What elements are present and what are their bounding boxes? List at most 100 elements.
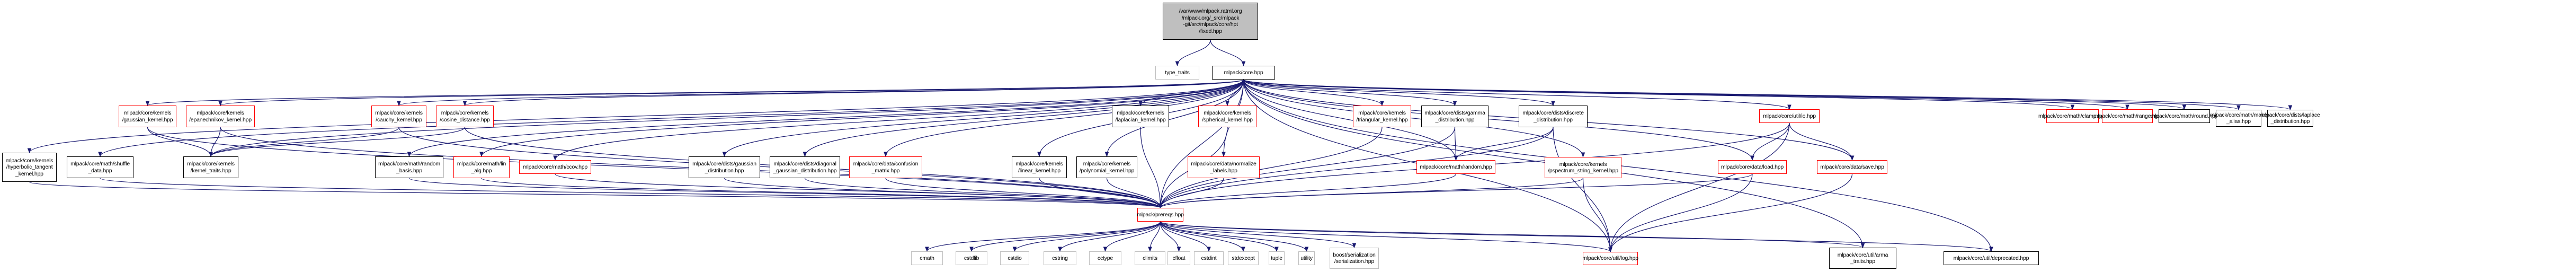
edge-prereqs-to-deprecated [1160, 221, 1993, 252]
edge-load-to-log [1608, 173, 1753, 252]
edge-pspectrum-to-log [1582, 178, 1612, 252]
edge-core-to-epanechnikov [218, 79, 1244, 106]
graph-node-cstdlib: cstdlib [956, 251, 987, 265]
graph-node-cstdio: cstdio [1000, 251, 1029, 265]
graph-node-ccov[interactable]: mlpack/core/math/ccov.hpp [519, 160, 591, 174]
graph-node-cauchy[interactable]: mlpack/core/kernels /cauchy_kernel.hpp [371, 106, 426, 127]
edge-gaussian_dist-to-prereqs [724, 178, 1163, 208]
edge-cosine-to-kernel_traits [209, 127, 466, 157]
edge-core-to-lin_alg [479, 79, 1244, 157]
edge-io-to-log [1608, 122, 1790, 252]
graph-node-io[interactable]: mlpack/core/util/io.hpp [1759, 109, 1820, 123]
edge-core-to-polynomial [1104, 79, 1244, 157]
graph-node-stdexcept: stdexcept [1228, 251, 1259, 265]
graph-node-core[interactable]: mlpack/core.hpp [1212, 66, 1275, 80]
edge-gaussian_kernel-to-kernel_traits [147, 127, 213, 157]
graph-node-clamp[interactable]: mlpack/core/math/clamp.hpp [2038, 109, 2107, 123]
edge-core-to-kernel_traits [209, 79, 1244, 157]
edge-core-to-gaussian_dist [722, 79, 1244, 157]
edge-io-to-load [1750, 122, 1790, 161]
graph-node-prereqs[interactable]: mlpack/prereqs.hpp [1137, 208, 1184, 222]
edge-core-to-prereqs [1158, 79, 1244, 208]
graph-node-cmath: cmath [911, 251, 943, 265]
graph-node-laplacian[interactable]: mlpack/core/kernels /laplacian_kernel.hp… [1112, 106, 1169, 127]
edge-prereqs-to-arma_traits [1160, 221, 1865, 248]
graph-node-cctype: cctype [1089, 251, 1121, 265]
graph-node-polynomial[interactable]: mlpack/core/kernels /polynomial_kernel.h… [1076, 156, 1137, 178]
graph-node-linear[interactable]: mlpack/core/kernels /linear_kernel.hpp [1012, 156, 1067, 178]
graph-node-diag-gaussian[interactable]: mlpack/core/dists/diagonal _gaussian_dis… [770, 156, 840, 178]
graph-node-round[interactable]: mlpack/core/math/round.hpp [2151, 109, 2218, 123]
graph-node-gaussian-kernel[interactable]: mlpack/core/kernels /gaussian_kernel.hpp [119, 106, 176, 127]
edge-laplacian-to-prereqs [1140, 127, 1163, 208]
edge-core-to-confusion [884, 79, 1244, 157]
graph-node-arma-traits[interactable]: mlpack/core/util/arma _traits.hpp [1829, 248, 1896, 269]
edge-core-to-diag_gaussian [803, 79, 1244, 157]
edge-prereqs-to-log [1160, 221, 1612, 252]
edge-core-to-discrete [1243, 79, 1555, 106]
graph-node-climits: climits [1135, 251, 1165, 265]
edge-core-to-hyperbolic [27, 79, 1244, 153]
graph-node-discrete[interactable]: mlpack/core/dists/discrete _distribution… [1519, 106, 1588, 127]
edge-core-to-laplace [1243, 79, 2292, 110]
edge-core-to-clamp [1243, 79, 2074, 110]
graph-node-deprecated[interactable]: mlpack/core/util/deprecated.hpp [1944, 251, 2039, 265]
graph-node-triangular[interactable]: mlpack/core/kernels /triangular_kernel.h… [1353, 106, 1411, 127]
graph-node-load[interactable]: mlpack/core/data/load.hpp [1718, 160, 1787, 174]
graph-node-cosine[interactable]: mlpack/core/kernels /cosine_distance.hpp [436, 106, 494, 127]
edge-prereqs-to-cstdio [1012, 221, 1161, 252]
edge-prereqs-to-stdexcept [1160, 221, 1245, 252]
edge-core-to-cauchy [397, 79, 1244, 106]
graph-node-normalize[interactable]: mlpack/core/data/normalize _labels.hpp [1188, 156, 1260, 178]
graph-node-confusion[interactable]: mlpack/core/data/confusion _matrix.hpp [849, 156, 922, 178]
edge-linear-to-prereqs [1039, 178, 1163, 208]
edge-gaussian_kernel-to-prereqs [147, 127, 1163, 208]
graph-node-gamma[interactable]: mlpack/core/dists/gamma _distribution.hp… [1421, 106, 1488, 127]
edge-confusion-to-prereqs [885, 178, 1163, 208]
graph-node-log[interactable]: mlpack/core/util/log.hpp [1582, 252, 1638, 265]
graph-node-range[interactable]: mlpack/core/math/range.hpp [2093, 109, 2161, 123]
edge-prereqs-to-cstdlib [969, 221, 1161, 252]
edge-pspectrum-to-prereqs [1158, 178, 1584, 208]
graph-node-epanechnikov[interactable]: mlpack/core/kernels /epanechnikov_kernel… [186, 106, 255, 127]
graph-node-laplace[interactable]: mlpack/core/dists/laplace _distribution.… [2260, 110, 2320, 127]
edge-triangular-to-prereqs [1158, 127, 1383, 208]
graph-node-cfloat: cfloat [1167, 251, 1190, 265]
graph-node-cstring: cstring [1044, 251, 1076, 265]
edge-core-to-load [1243, 79, 1754, 161]
graph-node-hyperbolic[interactable]: mlpack/core/kernels /hyperbolic_tangent … [2, 153, 57, 182]
edge-core-to-pspectrum [1243, 79, 1585, 157]
graph-node-gaussian-dist[interactable]: mlpack/core/dists/gaussian _distribution… [689, 156, 760, 178]
graph-node-pspectrum[interactable]: mlpack/core/kernels /pspectrum_string_ke… [1545, 157, 1621, 178]
edge-root-to-core [1210, 39, 1246, 66]
edge-cauchy-to-kernel_traits [209, 127, 399, 157]
edge-load-to-prereqs [1158, 173, 1753, 208]
edge-prereqs-to-cmath [925, 221, 1161, 252]
edge-core-to-shuffle [98, 79, 1244, 157]
edge-discrete-to-log [1553, 127, 1612, 252]
edge-save-to-log [1608, 173, 1853, 252]
graph-node-utility: utility [1298, 251, 1315, 265]
edge-core-to-random [1243, 79, 1458, 161]
graph-node-save[interactable]: mlpack/core/data/save.hpp [1817, 160, 1887, 174]
edge-lin_alg-to-prereqs [481, 178, 1162, 208]
graph-node-shuffle[interactable]: mlpack/core/math/shuffle _data.hpp [67, 156, 133, 178]
graph-node-type-traits: type_traits [1155, 66, 1199, 80]
edge-prereqs-to-utility [1160, 221, 1309, 252]
graph-node-serialization: boost/serialization /serialization.hpp [1330, 248, 1379, 269]
edge-random_basis-to-prereqs [408, 178, 1162, 208]
graph-node-random-basis[interactable]: mlpack/core/math/random _basis.hpp [375, 156, 443, 178]
edge-shuffle-to-prereqs [100, 178, 1162, 208]
graph-node-make-alias[interactable]: mlpack/core/math/make _alias.hpp [2210, 110, 2267, 127]
graph-node-random[interactable]: mlpack/core/math/random.hpp [1416, 160, 1495, 174]
edge-prereqs-to-cstring [1058, 221, 1161, 252]
edge-ccov-to-prereqs [555, 173, 1163, 208]
edge-prereqs-to-climits [1148, 221, 1161, 252]
graph-node-kernel-traits[interactable]: mlpack/core/kernels /kernel_traits.hpp [183, 156, 238, 178]
graph-node-spherical[interactable]: mlpack/core/kernels /spherical_kernel.hp… [1198, 106, 1256, 127]
graph-node-lin-alg[interactable]: mlpack/core/math/lin _alg.hpp [453, 156, 510, 178]
edge-prereqs-to-serialization [1160, 221, 1357, 248]
edge-root-to-type_traits [1175, 39, 1211, 66]
edge-polynomial-to-prereqs [1106, 178, 1163, 208]
